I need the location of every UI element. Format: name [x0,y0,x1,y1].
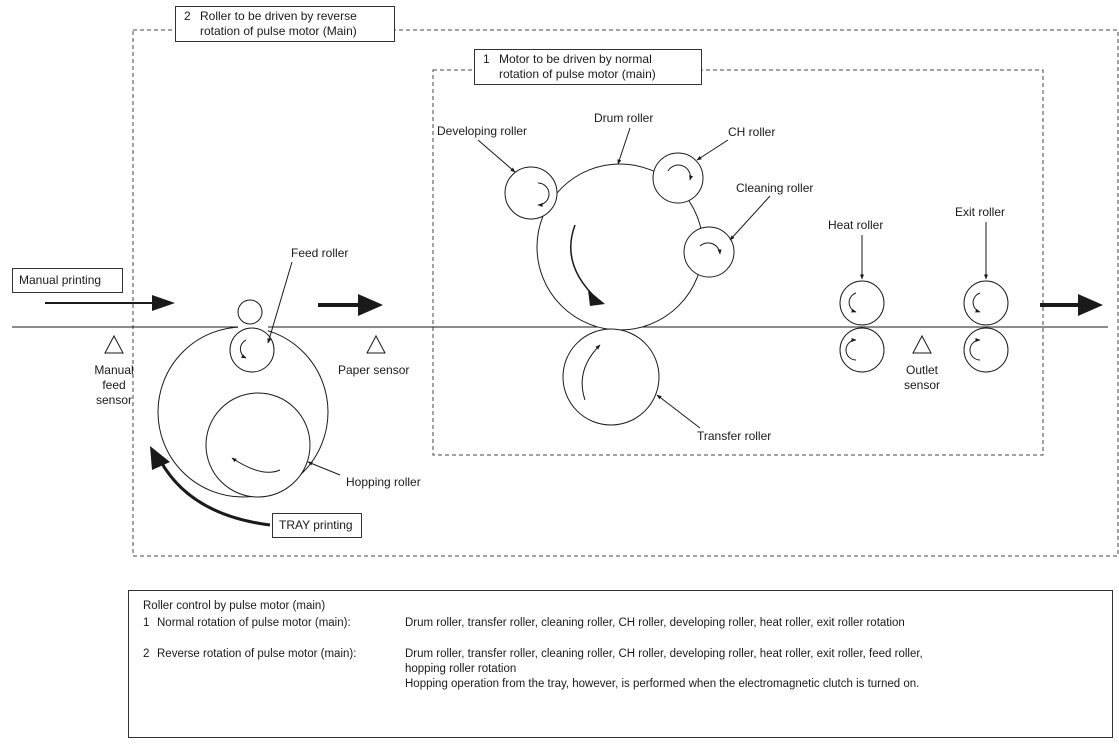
developing-roller-icon [504,166,558,220]
hopping-roller-leader [307,461,341,476]
hopping-roller-icon [205,392,311,498]
reverse-rotation-region [132,29,1119,557]
callout-line: rotation of pulse motor (Main) [200,24,357,38]
feed-roller-leader [267,261,293,344]
transfer-roller-label: Transfer roller [697,429,771,443]
callout-line: Roller to be driven by reverse [200,9,357,23]
svg-text:sensor: sensor [96,393,132,407]
tray-printing-label: TRAY printing [272,513,362,538]
feed-roller-icon [229,327,275,373]
cleaning-roller-label: Cleaning roller [736,181,813,195]
hopping-roller-label: Hopping roller [346,475,421,489]
outlet-sensor-label: Outlet sensor [904,363,940,392]
manual-printing-label: Manual printing [12,268,123,293]
cleaning-roller-icon [683,226,735,278]
transfer-roller-leader [656,394,701,429]
manual-feed-sensor-label: Manual feed sensor [94,363,133,407]
desc-line: Drum roller, transfer roller, cleaning r… [405,648,923,660]
transfer-roller-icon [562,328,660,426]
heat-roller-label: Heat roller [828,218,883,232]
feed-roller-label: Feed roller [291,246,348,260]
paper-sensor-icon [366,334,386,354]
ch-roller-label: CH roller [728,125,775,139]
manual-feed-sensor-icon [104,334,124,354]
row-desc: Drum roller, transfer roller, cleaning r… [405,616,1045,631]
svg-text:feed: feed [102,378,125,392]
manual-feed-arrow [45,295,175,311]
desc-line: Drum roller, transfer roller, cleaning r… [405,617,905,629]
cleaning-roller-leader [729,195,771,241]
exit-roller-label: Exit roller [955,205,1005,219]
pressure-roller-icon [237,299,263,325]
heat-roller-lower-icon [839,327,885,373]
callout-number: 1 [483,52,490,66]
tray-feed-arrow [150,446,271,527]
desc-line: hopping roller rotation [405,663,517,675]
paper-flow-arrow [318,294,383,316]
svg-text:Manual: Manual [94,363,133,377]
callout-line: Motor to be driven by normal [499,52,652,66]
callout-line: rotation of pulse motor (main) [499,67,656,81]
row-number: 2 [143,648,150,660]
outlet-sensor-icon [912,334,932,354]
control-row-reverse: 2 Reverse rotation of pulse motor (main):… [143,647,1098,692]
roller-control-table: Roller control by pulse motor (main) 1 No… [128,590,1113,738]
svg-text:Outlet: Outlet [906,363,939,377]
desc-line: Hopping operation from the tray, however… [405,678,920,690]
exit-roller-upper-icon [963,280,1009,326]
row-number: 1 [143,617,150,629]
control-title: Roller control by pulse motor (main) [143,600,326,612]
callout-number: 2 [184,9,191,23]
paper-sensor-label: Paper sensor [338,363,409,377]
ch-roller-leader [696,139,729,161]
ch-roller-icon [652,152,704,204]
developing-roller-label: Developing roller [437,124,527,138]
svg-text:sensor: sensor [904,378,940,392]
heat-roller-upper-icon [839,280,885,326]
exit-flow-arrow [1040,294,1103,316]
row-desc: Drum roller, transfer roller, cleaning r… [405,647,1045,692]
developing-roller-leader [477,139,516,173]
control-row-normal: 1 Normal rotation of pulse motor (main): D… [143,616,1098,631]
exit-roller-lower-icon [963,327,1009,373]
row-name: Normal rotation of pulse motor (main): [157,617,351,629]
drum-roller-label: Drum roller [594,111,653,125]
normal-rotation-region [432,69,1044,456]
row-name: Reverse rotation of pulse motor (main): [157,648,357,660]
drum-roller-leader [617,127,631,165]
